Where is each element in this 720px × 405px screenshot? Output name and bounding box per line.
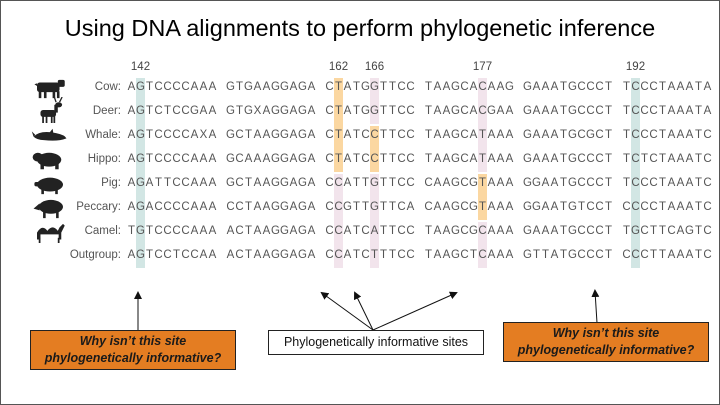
position-label: 142	[130, 61, 151, 73]
pig-icon	[29, 169, 71, 195]
highlight-band-pink	[478, 222, 487, 268]
arrow-site-177	[372, 291, 458, 331]
highlight-band-pink	[478, 78, 487, 172]
highlight-band-teal	[136, 78, 145, 268]
cow-icon	[29, 73, 71, 99]
callout-right: Why isn’t this site phylogenetically inf…	[503, 322, 709, 362]
highlight-band-teal	[631, 78, 640, 268]
taxon-label: Outgroup:	[69, 249, 121, 261]
whale-icon	[29, 121, 71, 147]
highlight-band-pink	[334, 174, 343, 268]
slide-title: Using DNA alignments to perform phylogen…	[64, 15, 656, 41]
taxon-label: Peccary:	[76, 201, 121, 213]
highlight-band-pink	[370, 174, 379, 268]
camel-icon	[29, 217, 71, 243]
hippo-icon	[29, 145, 71, 171]
position-label: 192	[625, 61, 646, 73]
peccary-icon	[29, 193, 71, 219]
arrow-site-166	[354, 291, 374, 331]
taxon-label: Cow:	[94, 81, 121, 93]
highlight-band-orange	[478, 174, 487, 220]
highlight-band-orange	[334, 78, 343, 172]
taxon-label: Whale:	[85, 129, 121, 141]
position-label: 177	[472, 61, 493, 73]
taxon-label: Pig:	[101, 177, 121, 189]
informative-sites-label: Phylogenetically informative sites	[268, 330, 484, 355]
taxon-label: Camel:	[84, 225, 121, 237]
taxon-label: Deer:	[92, 105, 121, 117]
deer-icon	[29, 97, 71, 123]
highlight-band-orange	[370, 126, 379, 172]
callout-left: Why isn’t this site phylogenetically inf…	[30, 330, 236, 370]
position-label: 166	[364, 61, 385, 73]
arrow-site-162	[320, 291, 374, 331]
taxon-label: Hippo:	[87, 153, 121, 165]
arrow-right-callout	[591, 289, 600, 324]
position-label: 162	[328, 61, 349, 73]
highlight-band-pink	[370, 78, 379, 124]
